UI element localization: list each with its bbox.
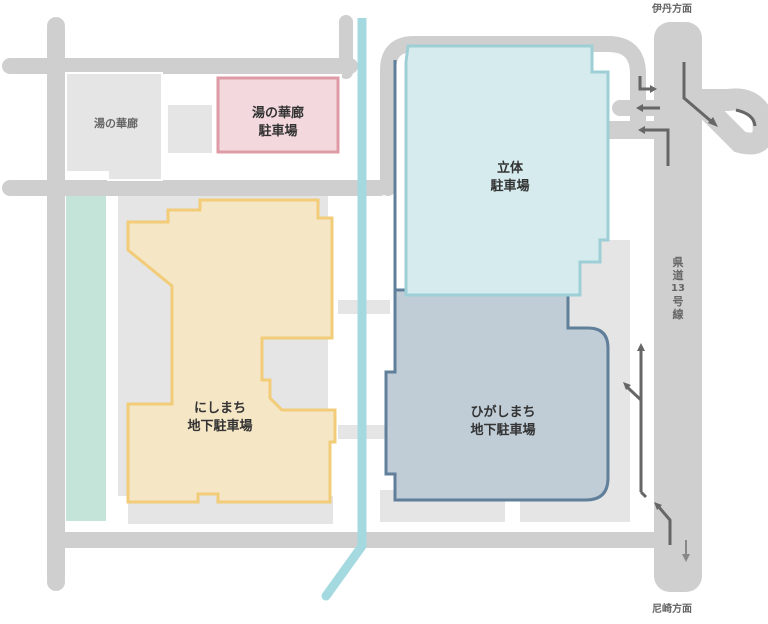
arrow-heads <box>623 85 718 510</box>
yunohana-parking-label: 湯の華廊 駐車場 <box>251 106 304 139</box>
south-direction-label: 尼崎方面 <box>652 604 692 615</box>
road-char: 号 <box>672 295 684 308</box>
southbound-arrow <box>682 540 690 562</box>
road-char: 線 <box>672 308 684 321</box>
rittai-parking[interactable] <box>404 44 610 297</box>
north-direction-label: 伊丹方面 <box>652 4 692 15</box>
river <box>321 18 367 601</box>
road-char: 道 <box>672 269 684 282</box>
nishimachi-parking[interactable] <box>126 198 337 504</box>
higashimachi-parking[interactable] <box>384 60 610 502</box>
yunohana-parking[interactable] <box>216 76 340 154</box>
road-name-label: 県 道 13 号 線 <box>671 256 685 321</box>
yunohana-building-label: 湯の華廊 <box>94 117 138 130</box>
yunohana-connector <box>168 105 212 153</box>
rittai-parking-label: 立体 駐車場 <box>490 161 530 194</box>
road-char: 県 <box>672 256 684 269</box>
loop-ramp <box>679 81 768 155</box>
green-strip <box>66 196 106 521</box>
higashimachi-parking-label: ひがしまち 地下駐車場 <box>470 405 536 438</box>
nishimachi-parking-label: にしまち 地下駐車場 <box>187 401 253 434</box>
yunohana-building <box>65 72 163 181</box>
traffic-arrows <box>624 62 757 545</box>
road-char: 13 <box>671 283 685 294</box>
prefectural-road-13 <box>654 22 702 592</box>
